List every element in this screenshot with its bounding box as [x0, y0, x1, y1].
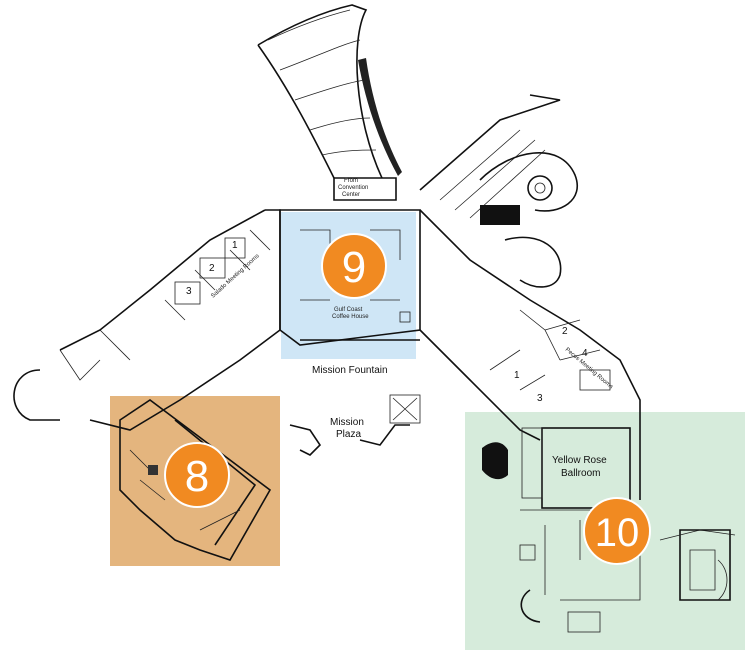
zone-8-building: [119, 399, 272, 561]
zone-9-marker[interactable]: 9: [321, 233, 387, 299]
left-room-1: 1: [232, 240, 238, 251]
left-room-3: 3: [186, 286, 192, 297]
coffee-label-2: Coffee House: [332, 314, 369, 320]
right-room-2: 2: [562, 326, 568, 337]
convention-walkway: [257, 4, 402, 201]
left-room-2: 2: [209, 263, 215, 274]
zone-9-number: 9: [342, 243, 366, 292]
coffee-label-1: Gulf Coast: [334, 307, 363, 313]
salado-meeting-label: Salado Meeting Rooms: [210, 253, 260, 299]
right-room-3: 3: [537, 393, 543, 404]
mission-fountain-label: Mission Fountain: [312, 365, 388, 376]
mission-plaza-structure: [289, 394, 421, 456]
central-hub: [279, 209, 421, 346]
east-entrance: [419, 94, 578, 288]
yellow-rose-label-1: Yellow Rose: [552, 455, 607, 466]
mission-plaza-label-2: Plaza: [336, 429, 361, 440]
mission-plaza-label-1: Mission: [330, 417, 364, 428]
pecos-meeting-label: Pecos Meeting Rooms: [564, 347, 614, 390]
convention-label-1: From: [344, 178, 358, 184]
yellow-rose-label-2: Ballroom: [561, 468, 600, 479]
zone-8-number: 8: [185, 452, 209, 501]
ballroom-area: [482, 427, 736, 633]
convention-label-3: Center: [342, 192, 360, 198]
east-wing: [419, 209, 641, 500]
zone-10-number: 10: [595, 511, 640, 555]
convention-label-2: Convention: [338, 185, 368, 191]
right-room-1: 1: [514, 370, 520, 381]
zone-8-marker[interactable]: 8: [164, 442, 230, 508]
zone-10-marker[interactable]: 10: [583, 497, 651, 565]
right-room-4: 4: [582, 348, 588, 359]
